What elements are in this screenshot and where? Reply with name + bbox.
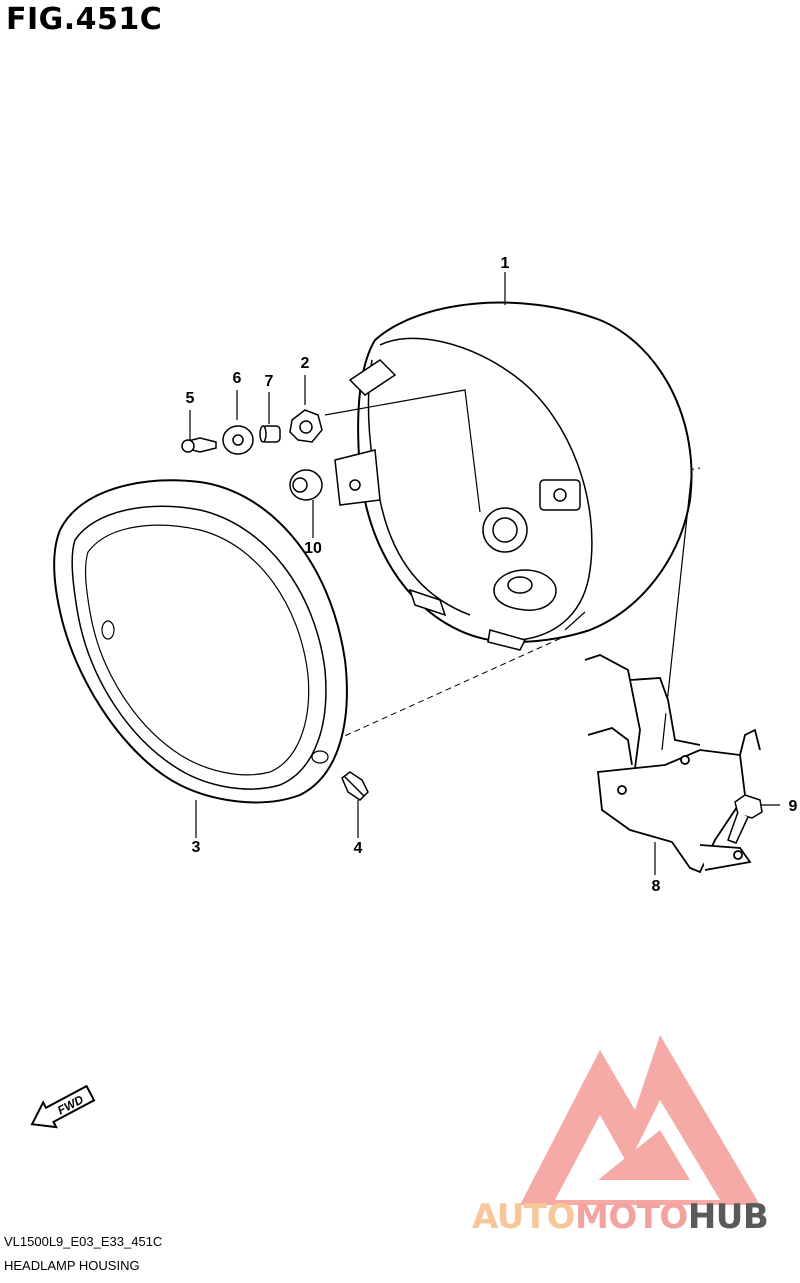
brand-part-auto: AUTO — [472, 1197, 575, 1237]
collar-part-7 — [259, 425, 281, 443]
callout-3: 3 — [192, 839, 201, 856]
fwd-arrow-icon: FWD — [30, 1084, 96, 1129]
callout-1: 1 — [501, 255, 510, 272]
callout-7: 7 — [265, 373, 274, 390]
callout-4: 4 — [354, 840, 363, 857]
brand-part-moto: MOTO — [574, 1197, 688, 1237]
figure-title: FIG.451C — [6, 2, 163, 37]
screw-part-5 — [181, 437, 217, 453]
diagram-name: HEADLAMP HOUSING — [4, 1258, 140, 1273]
diagram-code: VL1500L9_E03_E33_451C — [4, 1234, 163, 1249]
callout-2: 2 — [301, 355, 310, 372]
watermark-brand: AUTOMOTOHUB — [472, 1197, 769, 1237]
grommet-part-10 — [289, 469, 323, 501]
callout-numbers: 1 2 3 4 5 6 7 8 9 10 — [186, 255, 798, 895]
headlamp-housing — [334, 272, 693, 651]
headlamp-rim — [53, 479, 348, 804]
callout-10: 10 — [304, 540, 322, 557]
bolt-part-9 — [727, 794, 763, 844]
callout-8: 8 — [652, 878, 661, 895]
callout-9: 9 — [789, 798, 798, 815]
brand-part-hub: HUB — [687, 1197, 769, 1237]
washer-part-6 — [222, 425, 254, 455]
callout-6: 6 — [233, 370, 242, 387]
nut-part-2 — [289, 409, 323, 443]
screw-part-4 — [341, 771, 369, 801]
watermark-logo — [520, 1035, 760, 1205]
callout-5: 5 — [186, 390, 195, 407]
bracket-part-8 — [584, 654, 761, 874]
